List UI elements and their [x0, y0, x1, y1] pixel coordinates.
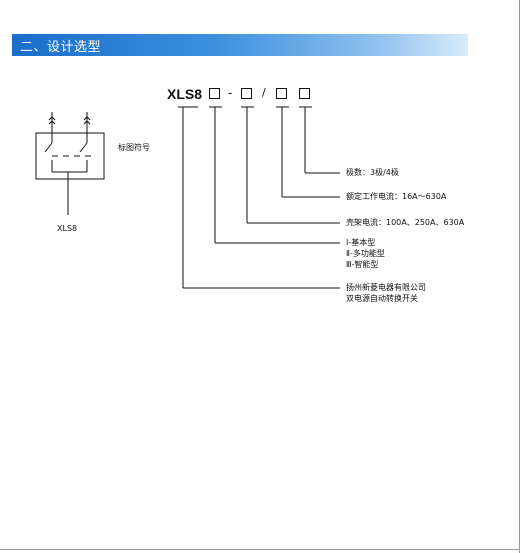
symbol-label: 标图符号 [118, 143, 150, 152]
legend-type-multifunction: Ⅱ-多功能型 [346, 249, 385, 258]
legend-rated-current: 额定工作电流：16A～630A [346, 192, 447, 201]
switch-symbol [35, 112, 105, 215]
legend-type-intelligent: Ⅲ-智能型 [346, 260, 379, 269]
legend-frame-current: 壳架电流：100A、250A、630A [346, 218, 465, 227]
page-border-bottom [0, 549, 520, 550]
model-separator-dash: - [228, 86, 233, 100]
model-box-rated-current [276, 88, 287, 99]
model-separator-slash: / [262, 86, 266, 99]
section-header: 二、设计选型 [12, 34, 468, 56]
legend-product: 双电源自动转换开关 [346, 294, 418, 303]
model-box-type [209, 88, 220, 99]
legend-company: 扬州新菱电器有限公司 [346, 283, 426, 292]
model-box-poles [299, 88, 310, 99]
legend-type-basic: Ⅰ-基本型 [346, 238, 376, 247]
model-leader-lines [178, 106, 340, 289]
model-box-frame-current [241, 88, 252, 99]
section-title: 二、设计选型 [20, 40, 102, 55]
page-border-right [519, 0, 520, 553]
symbol-caption: XLS8 [57, 224, 78, 233]
model-code: XLS8 [167, 86, 203, 102]
legend-poles: 极数：3极/4极 [346, 168, 399, 177]
